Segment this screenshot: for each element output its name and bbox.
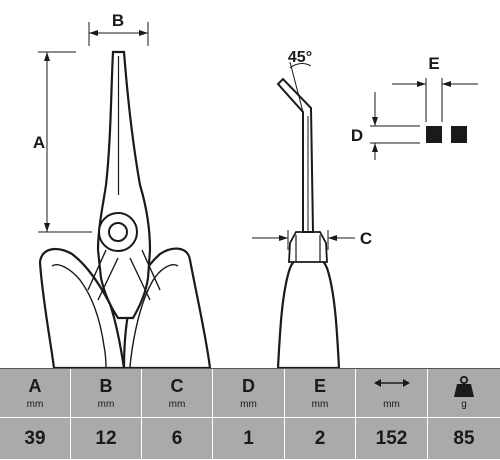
dimension-e (392, 78, 478, 122)
spec-unit-weight: g (461, 399, 467, 410)
spec-value-e: 2 (314, 428, 326, 449)
tip-cross-section (426, 126, 467, 143)
label-angle: 45° (288, 49, 312, 66)
dimension-d (370, 92, 420, 160)
weight-icon (454, 375, 474, 397)
label-d: D (351, 126, 363, 145)
tip-square-right (451, 126, 467, 143)
spec-col-e: E mm 2 (285, 369, 356, 460)
label-a: A (33, 133, 45, 152)
spec-value-b: 12 (95, 428, 117, 449)
pliers-front-view (38, 50, 212, 368)
spec-letter-d: D (242, 376, 255, 396)
label-e: E (428, 54, 439, 73)
tip-square-left (426, 126, 442, 143)
spec-unit-e: mm (311, 399, 329, 410)
spec-col-c: C mm 6 (142, 369, 213, 460)
dimension-c (252, 230, 355, 250)
spec-unit-a: mm (26, 399, 44, 410)
label-c: C (360, 229, 372, 248)
left-handle-inner-line (51, 264, 107, 368)
pivot-inner (108, 222, 128, 242)
spec-value-length: 152 (375, 428, 408, 449)
spec-col-b: B mm 12 (71, 369, 142, 460)
spec-value-d: 1 (243, 428, 254, 449)
spec-col-a: A mm 39 (0, 369, 71, 460)
pliers-jaws (96, 50, 152, 320)
spec-letter-c: C (170, 376, 184, 396)
pliers-leg-left (87, 249, 119, 301)
spec-table: A mm 39 B mm 12 C mm 6 D mm 1 E mm 2 (0, 368, 500, 460)
spec-letter-e: E (313, 376, 326, 396)
spec-unit-d: mm (240, 399, 257, 410)
spec-value-a: 39 (24, 428, 46, 449)
dimension-a (38, 51, 92, 233)
spec-letter-a: A (28, 376, 42, 396)
label-b: B (112, 11, 124, 30)
spec-col-weight: g 85 (428, 369, 500, 460)
spec-unit-length: mm (383, 399, 400, 410)
spec-col-length: mm 152 (356, 369, 428, 460)
spec-value-c: 6 (171, 428, 183, 449)
spec-value-weight: 85 (453, 428, 475, 449)
dimension-b (88, 22, 149, 46)
angle-indicator (289, 61, 312, 113)
spec-unit-c: mm (168, 399, 186, 410)
spec-col-d: D mm 1 (213, 369, 285, 460)
double-arrow-length-icon (373, 379, 410, 387)
side-handle (276, 252, 341, 368)
pliers-leg-right (129, 249, 161, 301)
right-handle-inner-line (129, 264, 179, 368)
pliers-technical-drawing: A B 45° C (33, 11, 478, 368)
side-joint (288, 231, 328, 263)
pliers-side-view (276, 77, 341, 368)
spec-unit-b: mm (97, 399, 115, 410)
spec-letter-b: B (99, 376, 113, 396)
